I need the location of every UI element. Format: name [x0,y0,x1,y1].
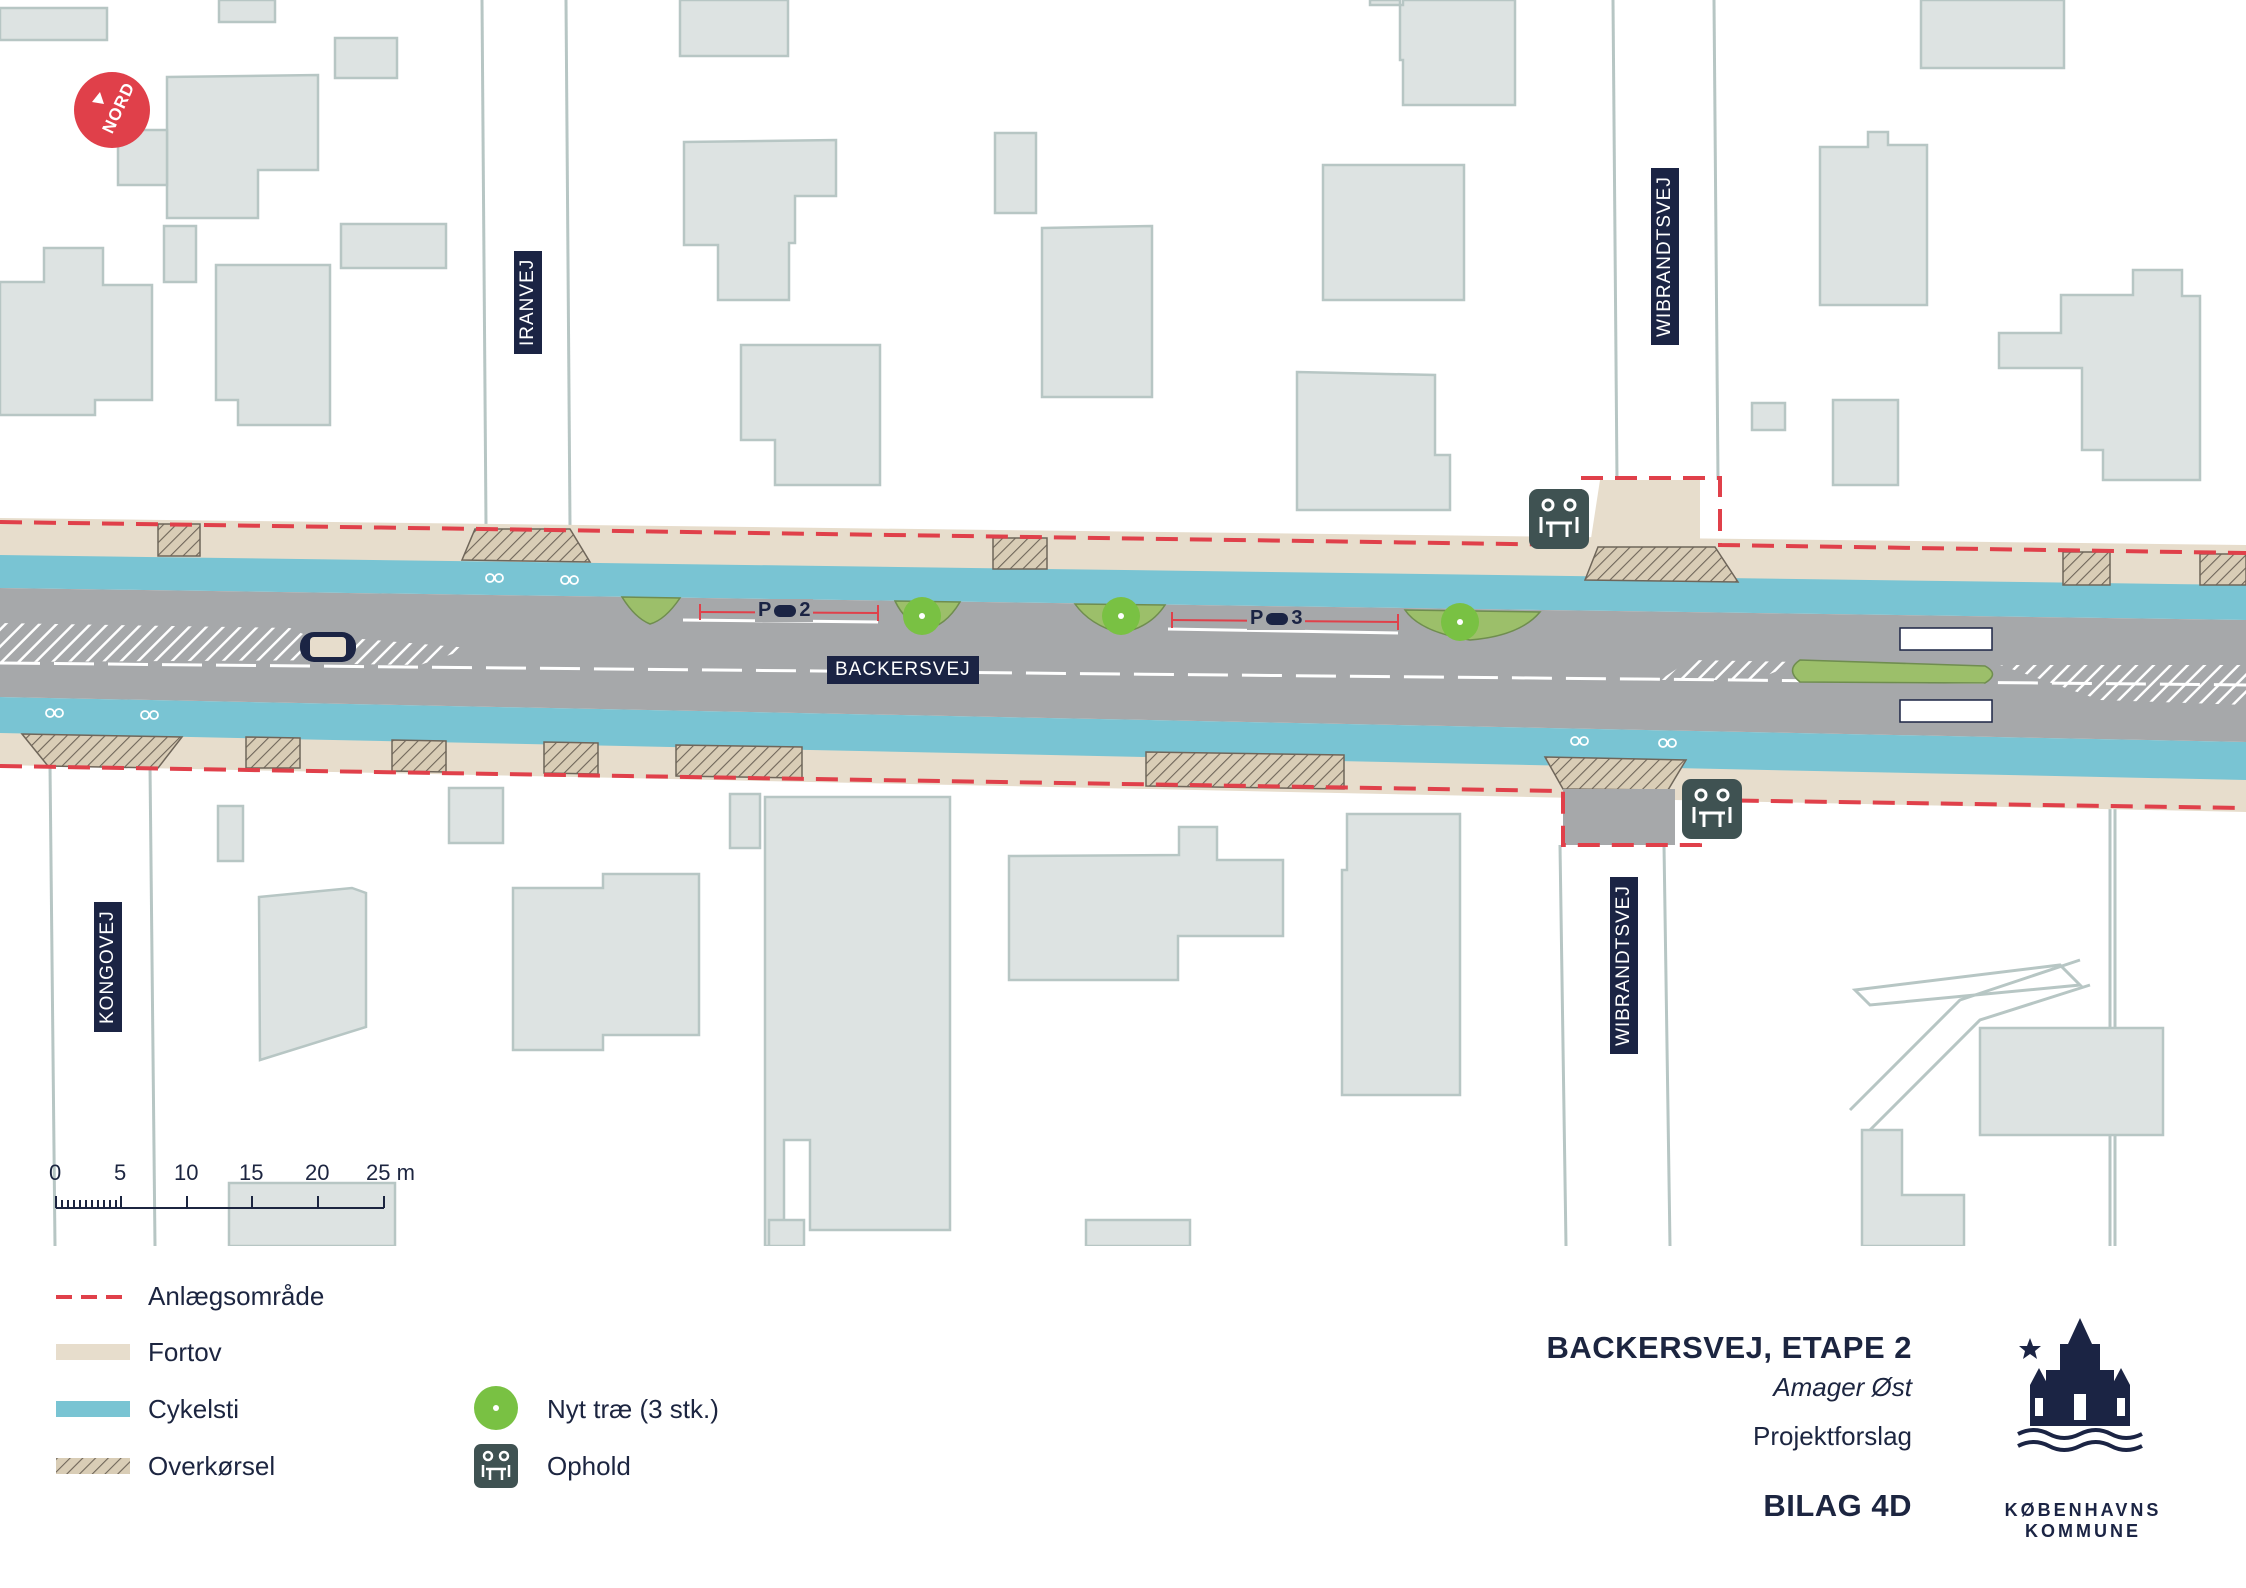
legend-item-cykelsti: Cykelsti [148,1394,239,1425]
ophold-plaza [1563,789,1675,845]
bicycle-icon [45,573,1677,748]
street-label-wibrandtsvej-north: WIBRANDTSVEJ [1651,168,1679,345]
street-label-iranvej: IRANVEJ [514,250,542,354]
legend-item-anlaeg: Anlægsområde [148,1281,324,1312]
legend-swatch-overkoersel [56,1458,130,1474]
tree-icon [1102,597,1140,635]
scale-tick-label: 10 [174,1160,199,1185]
parking-letter: P [758,599,772,621]
legend-item-ophold: Ophold [547,1451,631,1482]
project-title: BACKERSVEJ, ETAPE 2 [1546,1330,1912,1365]
bilag-number: BILAG 4D [1763,1488,1912,1523]
legend-item-overkoersel: Overkørsel [148,1451,275,1482]
parking-count: 2 [799,599,811,621]
tree-icon [1441,603,1479,641]
legend-label: Fortov [148,1337,222,1367]
buildings [0,0,2202,1246]
legend-label: Ophold [547,1451,631,1481]
car-icon [1266,612,1289,625]
legend-item-nyt-trae: Nyt træ (3 stk.) [547,1394,719,1425]
kommune-logo-text: KØBENHAVNS KOMMUNE [2004,1500,2162,1541]
side-street-lines [48,0,2117,1246]
legend-label: Nyt træ (3 stk.) [547,1394,719,1424]
car-icon [774,604,797,617]
parking-count: 3 [1291,607,1303,629]
ophold-icon [1682,779,1742,839]
cycle-path-north [0,555,2246,620]
road [0,588,2246,742]
driveway-crossings [20,523,2246,791]
scale-tick-label: 25 m [366,1160,415,1185]
street-label-backersvej: BACKERSVEJ [827,656,979,684]
sidewalk-wibrandtsvej [1590,480,1700,545]
moon-icon [2118,1332,2132,1360]
scale-tick-label: 0 [49,1160,62,1185]
legend-label: Anlægsområde [148,1281,325,1311]
legend-swatch-cykelsti [56,1401,130,1417]
kommune-logo [2017,1318,2143,1452]
legend-tree-icon [474,1386,518,1430]
legend-ophold-icon [474,1444,518,1488]
scale-tick-label: 5 [114,1160,127,1185]
legend-swatches [56,1295,518,1488]
north-arrow [74,72,150,148]
project-type: Projektforslag [1753,1421,1912,1451]
scale-tick-label: 15 [239,1160,264,1185]
project-area: Amager Øst [1773,1372,1912,1402]
scale-bar [55,1196,385,1209]
street-label-kongovej: KONGOVEJ [94,902,122,1032]
pedestrian-crossing-markers [1899,627,1993,723]
legend-swatch-fortov [56,1344,130,1360]
star-icon [2019,1338,2041,1359]
tree-icon [903,597,941,635]
parking-letter: P [1250,607,1264,629]
title-block: BACKERSVEJ, ETAPE 2 Amager Øst Projektfo… [1546,1330,1912,1524]
street-label-wibrandtsvej-south: WIBRANDTSVEJ [1610,877,1638,1054]
new-trees [903,597,1479,641]
legend-item-fortov: Fortov [148,1337,222,1368]
legend-label: Cykelsti [148,1394,240,1424]
scale-tick-label: 20 [305,1160,330,1185]
ophold-icon [1529,489,1589,549]
car-icon [300,632,356,662]
legend-label: Overkørsel [148,1451,276,1481]
